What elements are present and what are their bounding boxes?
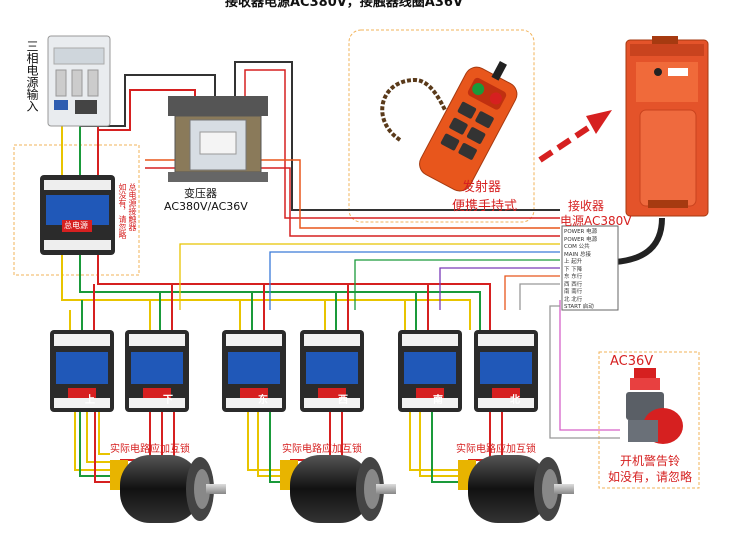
contactor-label-west: 西 [338,395,348,406]
terminal-label: 东 东行 [564,274,583,280]
contactor-2 [125,330,189,412]
main-contactor [40,175,115,255]
terminal-label: 下 下降 [564,266,583,273]
terminal-label: 上 起升 [564,259,583,265]
contactor-5 [398,330,462,412]
contactor-3 [222,330,286,412]
contactor-1 [50,330,114,412]
alarm-label-2: 如没有，请忽略 [608,470,693,484]
page-title: 接收器电源AC380V，接触器线圈A36V [225,0,464,10]
receiver-unit [625,36,709,217]
contactor-label-north: 北 [510,395,520,406]
terminal-label: POWER 电源 [564,236,598,243]
transmitter-label-1: 发射器 [462,180,502,195]
alarm-frame [598,351,700,489]
transmitter-label-2: 便携手持式 [452,199,518,214]
terminal-label: MAIN 总接 [564,251,591,258]
receiver-label-2: 电源AC380V [560,214,632,228]
terminal-label: POWER 电源 [564,229,598,235]
remote-transmitter [380,60,518,192]
terminal-block [561,225,619,311]
wires [61,61,665,483]
contactor-label-south: 南 [433,395,443,406]
main-note-2: 总电源接触器 [128,183,137,231]
interlock-label-1: 实际电路应加互锁 [110,444,190,455]
alarm-voltage-label: AC36V [610,354,654,369]
contactor-row [50,330,538,412]
terminal-label: 西 西行 [564,281,583,288]
motor-row [110,455,574,523]
interlock-label-2: 实际电路应加互锁 [282,444,362,455]
terminal-label: 北 北行 [564,296,583,303]
contactor-4 [300,330,364,412]
terminal-label: 南 南行 [564,289,583,295]
interlock-label-3: 实际电路应加互锁 [456,444,536,455]
transformer-spec-label: AC380V/AC36V [164,200,248,213]
contactor-label-up: 上 [85,395,95,406]
circuit-breaker [47,35,111,127]
motor-1 [110,455,226,523]
motor-3 [458,455,574,523]
receiver-label-1: 接收器 [568,199,605,213]
alarm-label-1: 开机警告铃 [620,454,681,468]
contactor-6 [474,330,538,412]
alarm-bell [626,368,683,444]
power-input-label: 三相电源输入 [25,40,39,112]
main-contactor-tag: 总电源 [64,221,88,230]
transmitter-frame [348,29,535,223]
contactor-label-down: 下 [163,395,173,406]
pairing-arrow [538,110,612,163]
main-note-1: 如没有，请忽略 [118,183,127,239]
main-contactor-frame [13,144,140,276]
contactor-label-east: 东 [258,395,268,406]
transformer [168,96,268,182]
terminal-label: START 启动 [564,304,594,310]
terminal-label: COM 公共 [564,244,590,250]
motor-2 [280,455,396,523]
transformer-label: 变压器 [184,187,217,200]
